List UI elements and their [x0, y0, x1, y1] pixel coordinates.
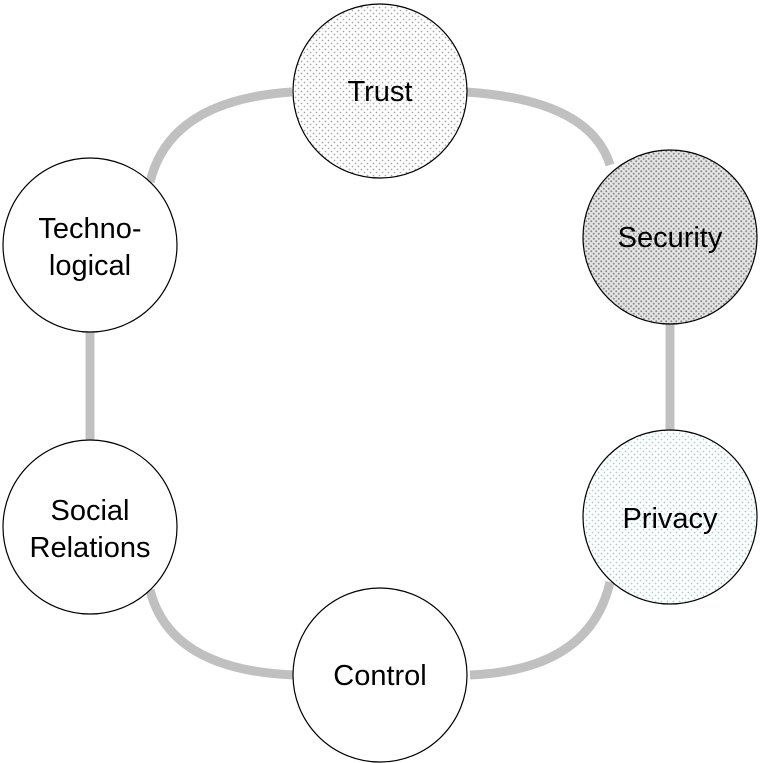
node-trust-circle: [292, 3, 468, 179]
node-technological-label-line-2: logical: [49, 250, 131, 282]
node-control: Control: [292, 587, 468, 763]
node-security: Security: [582, 149, 758, 325]
connector-privacy-control: [469, 580, 615, 680]
node-security-circle: [582, 149, 758, 325]
node-trust: Trust: [292, 3, 468, 179]
node-privacy-label: Privacy: [622, 503, 718, 535]
node-social-relations: Social Relations: [2, 439, 178, 615]
node-control-label: Control: [333, 660, 427, 692]
node-trust-label: Trust: [348, 76, 413, 108]
node-technological: Techno- logical: [2, 157, 178, 333]
node-control-circle: [292, 587, 468, 763]
node-social-relations-circle: [2, 439, 178, 615]
node-privacy: Privacy: [582, 429, 758, 605]
node-technological-label-line-1: Techno-: [38, 213, 141, 245]
node-security-label: Security: [618, 222, 723, 254]
node-technological-circle: [2, 157, 178, 333]
node-social-relations-label-line-1: Social: [51, 495, 130, 527]
node-privacy-circle: [582, 429, 758, 605]
connector-control-social-relations: [145, 588, 295, 680]
connector-trust-security: [465, 87, 615, 167]
connector-technological-trust: [145, 87, 293, 184]
node-social-relations-label-line-2: Relations: [30, 532, 151, 564]
